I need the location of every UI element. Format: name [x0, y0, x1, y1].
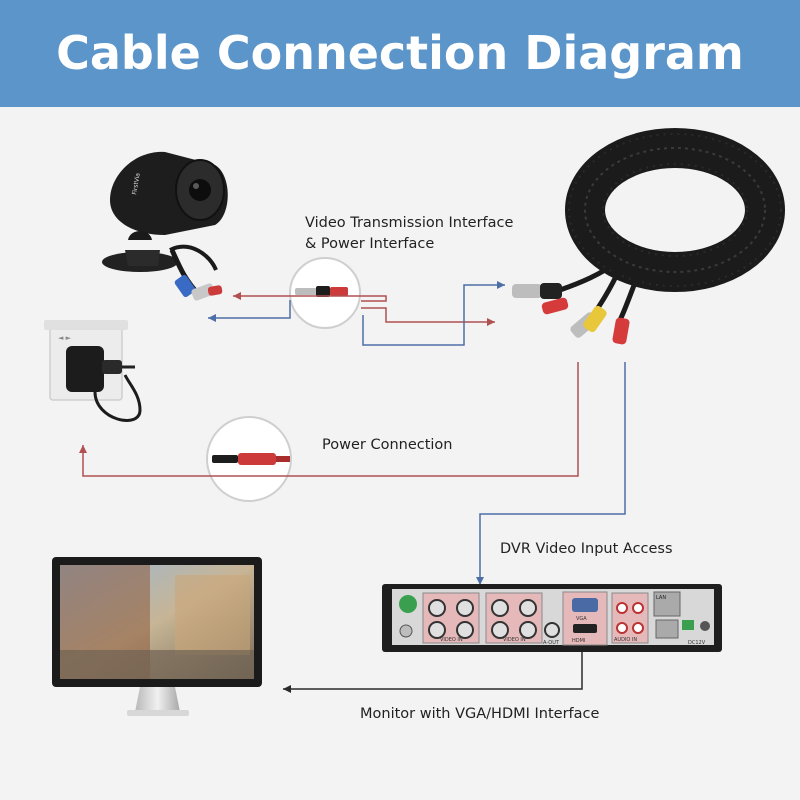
- red-line-to-camera: [233, 292, 387, 302]
- header-banner: Cable Connection Diagram: [0, 0, 800, 107]
- monitor-line: [283, 650, 583, 693]
- audio-in-label: AUDIO IN: [614, 637, 637, 643]
- video-interface-label-line1: Video Transmission Interface: [305, 215, 514, 231]
- power-adapter: ◄ ►: [44, 320, 142, 422]
- video-in-label-1: VIDEO IN: [440, 637, 463, 643]
- svg-text:◄ ►: ◄ ►: [58, 334, 72, 342]
- power-connector-callout: [206, 416, 292, 502]
- dc-power-label: DC12V: [688, 640, 706, 646]
- video-input-line: [476, 362, 626, 585]
- red-line-to-cable: [361, 307, 495, 326]
- power-connection-label: Power Connection: [322, 437, 453, 453]
- page-title: Cable Connection Diagram: [56, 26, 744, 80]
- lan-label: LAN: [656, 595, 666, 601]
- hdmi-label: HDMI: [572, 638, 585, 644]
- cable-coil: [512, 128, 785, 345]
- camera-brand-text: FirstVia: [131, 172, 142, 195]
- blue-line-to-camera: [208, 300, 291, 322]
- dvr-recorder: VIDEO IN VIDEO IN A-OUT VGA HDMI AUDIO I…: [382, 584, 722, 652]
- power-line: [79, 362, 579, 477]
- video-in-label-2: VIDEO IN: [503, 637, 526, 643]
- dvr-input-label: DVR Video Input Access: [500, 541, 673, 557]
- vga-label: VGA: [576, 616, 587, 622]
- monitor-interface-label: Monitor with VGA/HDMI Interface: [360, 706, 600, 722]
- audio-out-label: A-OUT: [543, 640, 560, 646]
- video-interface-label-line2: & Power Interface: [305, 236, 435, 252]
- connection-lines: [79, 281, 626, 693]
- security-camera: FirstVia: [102, 151, 228, 301]
- video-interface-label: Video Transmission Interface & Power Int…: [305, 213, 513, 255]
- blue-line-to-cable: [362, 281, 505, 346]
- monitor: [52, 557, 262, 716]
- video-connector-callout: [289, 257, 361, 329]
